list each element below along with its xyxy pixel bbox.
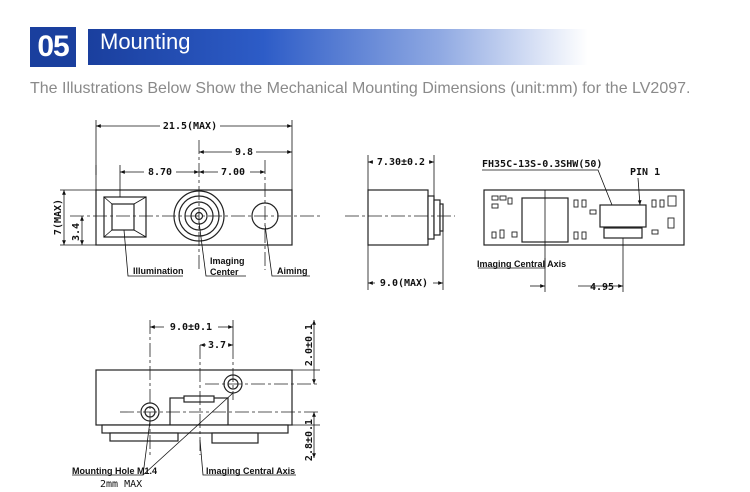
rear-view: FH35C-13S-0.3SHW(50) PIN 1 Imaging Centr… (477, 159, 685, 293)
label-illumination: Illumination (133, 266, 184, 276)
dim-2-8: 2.8±0.1 (304, 419, 315, 461)
bottom-pcb-edge (101, 424, 289, 434)
dim-height: 7(MAX) (53, 199, 64, 235)
label-imaging: Imaging (210, 256, 245, 266)
pin-1-label: PIN 1 (630, 167, 660, 178)
dim-total-width: 21.5(MAX) (163, 121, 217, 132)
section-number: 05 (30, 27, 76, 67)
bottom-imaging-axis-label: Imaging Central Axis (206, 466, 295, 476)
label-2mm-max: 2mm MAX (100, 479, 142, 490)
illumination-led (111, 203, 135, 231)
dim-7-00: 7.00 (221, 167, 245, 178)
dim-8-70: 8.70 (148, 167, 172, 178)
side-view: 7.30±0.2 9.0(MAX) (345, 155, 455, 290)
dim-9-8: 9.8 (235, 147, 253, 158)
rear-imaging-axis-label: Imaging Central Axis (477, 259, 566, 269)
dim-3-4: 3.4 (71, 223, 82, 241)
fpc-connector (599, 204, 647, 228)
connector-part-number: FH35C-13S-0.3SHW(50) (482, 159, 602, 170)
section-title: Mounting (100, 29, 191, 54)
front-view: 21.5(MAX) 9.8 8.70 7.00 7(MAX) 3.4 Illum… (53, 119, 320, 277)
bottom-view: 9.0±0.1 3.7 2.0±0.1 2.8±0.1 Mounting Hol… (72, 320, 320, 490)
label-center: Center (210, 267, 239, 277)
section-header: 05 Mounting (30, 27, 590, 67)
dim-7-30: 7.30±0.2 (377, 157, 425, 168)
side-housing (367, 189, 429, 246)
section-title-bar (88, 29, 588, 65)
dim-2-0: 2.0±0.1 (304, 324, 315, 366)
dim-3-7: 3.7 (208, 340, 226, 351)
page-subtitle: The Illustrations Below Show the Mechani… (30, 80, 691, 97)
label-mounting-hole: Mounting Hole M1.4 (72, 466, 157, 476)
dim-4-95: 4.95 (590, 282, 614, 293)
dim-9-0-max: 9.0(MAX) (380, 278, 428, 289)
dim-9-0: 9.0±0.1 (170, 322, 212, 333)
label-aiming: Aiming (277, 266, 308, 276)
